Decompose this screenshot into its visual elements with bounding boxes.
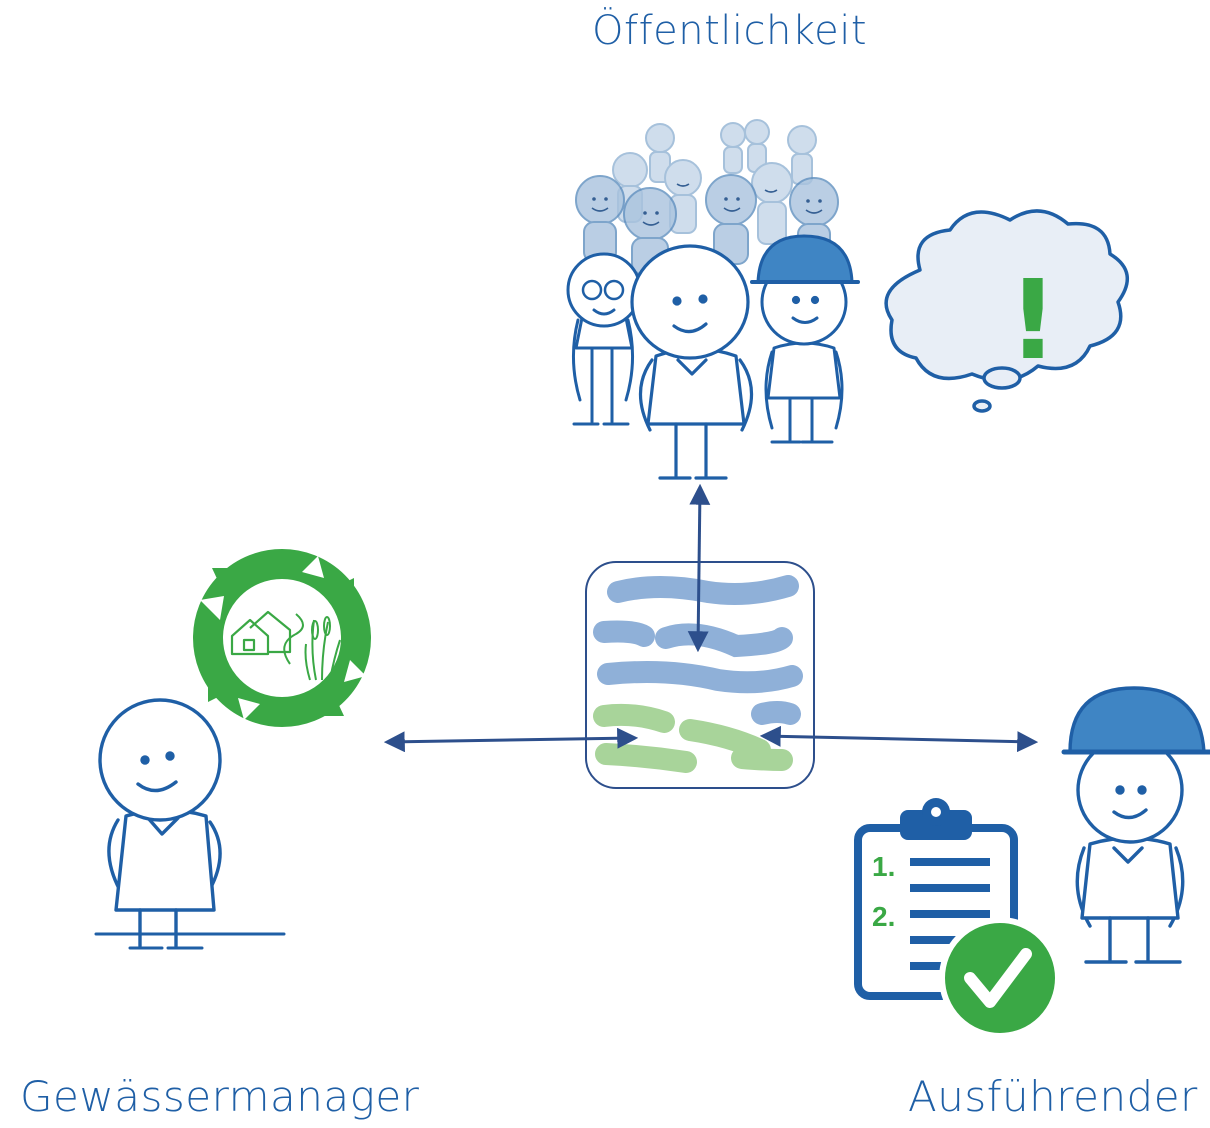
crowd-background <box>575 119 839 275</box>
manager-person <box>94 698 286 950</box>
label-contractor: Ausführender <box>908 1072 1198 1121</box>
label-public: Öffentlichkeit <box>592 8 868 54</box>
house-icon <box>230 610 292 656</box>
checkmark-icon <box>939 917 1061 1039</box>
arrow-contractor-center <box>759 725 1039 753</box>
public-person-helmet <box>750 234 860 444</box>
connection-arrows <box>383 483 1039 753</box>
thought-bubble-icon <box>884 209 1130 413</box>
checklist-item-1: 1. <box>872 851 895 882</box>
label-manager: Gewässermanager <box>20 1072 420 1121</box>
helmet-icon <box>756 234 854 284</box>
helmet-icon <box>1068 686 1206 754</box>
public-person-front <box>630 244 754 480</box>
arrow-manager-center <box>383 727 639 753</box>
public-person-glasses <box>566 252 642 426</box>
reed-icon <box>304 616 341 681</box>
contractor-person <box>1061 686 1210 964</box>
exclamation-icon: ! <box>1008 256 1058 384</box>
recycle-cycle-icon <box>193 549 371 727</box>
arrow-public-center <box>687 483 711 653</box>
checklist-item-2: 2. <box>872 901 895 932</box>
